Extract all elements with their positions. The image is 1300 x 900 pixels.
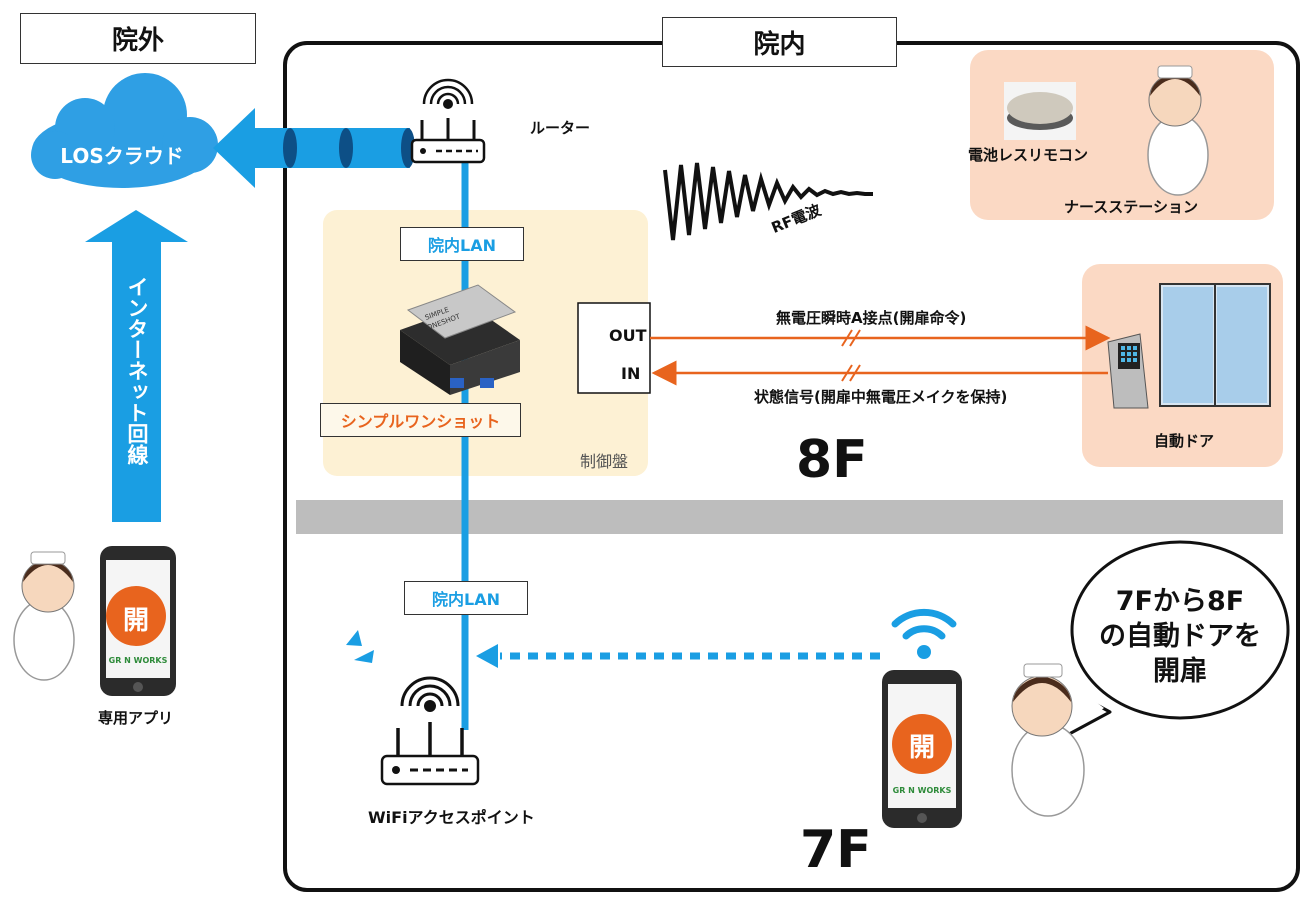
nurse-station-label: ナースステーション xyxy=(1064,198,1198,216)
lan-label-7f: 院内LAN xyxy=(404,581,528,615)
router-device-icon xyxy=(410,78,486,164)
outside-phone-open-button: 開 xyxy=(122,606,149,636)
rf-wave-line xyxy=(663,162,873,241)
control-panel-label: 制御盤 xyxy=(580,452,629,471)
simple-oneshot-device-icon: SIMPLE ONESHOT xyxy=(400,284,520,395)
speech-bubble-text: 7Fから8F の自動ドアを 開扉 xyxy=(1082,584,1278,689)
nurse-station-nurse-icon xyxy=(1147,65,1209,196)
battery-less-remote-icon xyxy=(1004,82,1076,140)
wifi-symbol-icon xyxy=(891,608,957,659)
speech-line-3: 開扉 xyxy=(1153,656,1207,687)
outside-zone-label: 院外 xyxy=(20,13,256,64)
dedicated-app-label: 専用アプリ xyxy=(98,709,174,727)
device-label-text: シンプルワンショット xyxy=(340,412,501,431)
wifi-ap-label: WiFiアクセスポイント xyxy=(368,808,535,827)
signal-wedge-2 xyxy=(354,650,374,663)
out-signal-label: 無電圧瞬時A接点(開扉命令) xyxy=(776,309,967,327)
internet-arrow xyxy=(85,210,188,522)
signal-wedge-1 xyxy=(346,630,362,646)
speech-bubble-shape xyxy=(1056,540,1290,742)
lan-label-8f-text: 院内LAN xyxy=(428,236,496,255)
router-cloud-pipe xyxy=(213,108,415,188)
io-in-label: IN xyxy=(621,364,641,383)
in-signal-label: 状態信号(開扉中無電圧メイクを保持) xyxy=(754,388,1008,406)
outside-zone-text: 院外 xyxy=(111,26,164,56)
smartphone-7f-icon xyxy=(882,670,962,828)
automatic-door-icon xyxy=(1107,283,1271,409)
lan-label-8f: 院内LAN xyxy=(400,227,524,261)
floor-separator xyxy=(296,500,1283,534)
outside-nurse-icon xyxy=(13,551,75,681)
speech-line-2: の自動ドアを xyxy=(1099,621,1261,652)
outside-phone-brand: GR N WORKS xyxy=(108,656,168,665)
lan-label-7f-text: 院内LAN xyxy=(432,590,500,609)
internet-line-label: インターネット回線 xyxy=(125,276,149,465)
device-label: シンプルワンショット xyxy=(320,403,521,437)
wifi-access-point-icon xyxy=(380,676,480,786)
floor-8f-label: 8F xyxy=(796,430,868,490)
io-box xyxy=(577,302,651,394)
7f-nurse-icon xyxy=(1011,663,1085,817)
auto-door-label: 自動ドア xyxy=(1154,432,1215,450)
floor-7f-label: 7F xyxy=(800,820,872,880)
remote-label: 電池レスリモコン xyxy=(968,146,1089,164)
7f-phone-open-button: 開 xyxy=(908,733,935,763)
speech-line-1: 7Fから8F xyxy=(1115,586,1245,617)
io-out-label: OUT xyxy=(609,326,647,345)
cloud-shape xyxy=(31,73,218,188)
7f-phone-brand: GR N WORKS xyxy=(892,786,952,795)
inside-zone-text: 院内 xyxy=(753,29,806,60)
cloud-label: LOSクラウド xyxy=(60,144,184,168)
inside-zone-label: 院内 xyxy=(662,17,897,67)
router-label: ルーター xyxy=(530,119,591,137)
smartphone-outside-icon xyxy=(100,546,176,696)
